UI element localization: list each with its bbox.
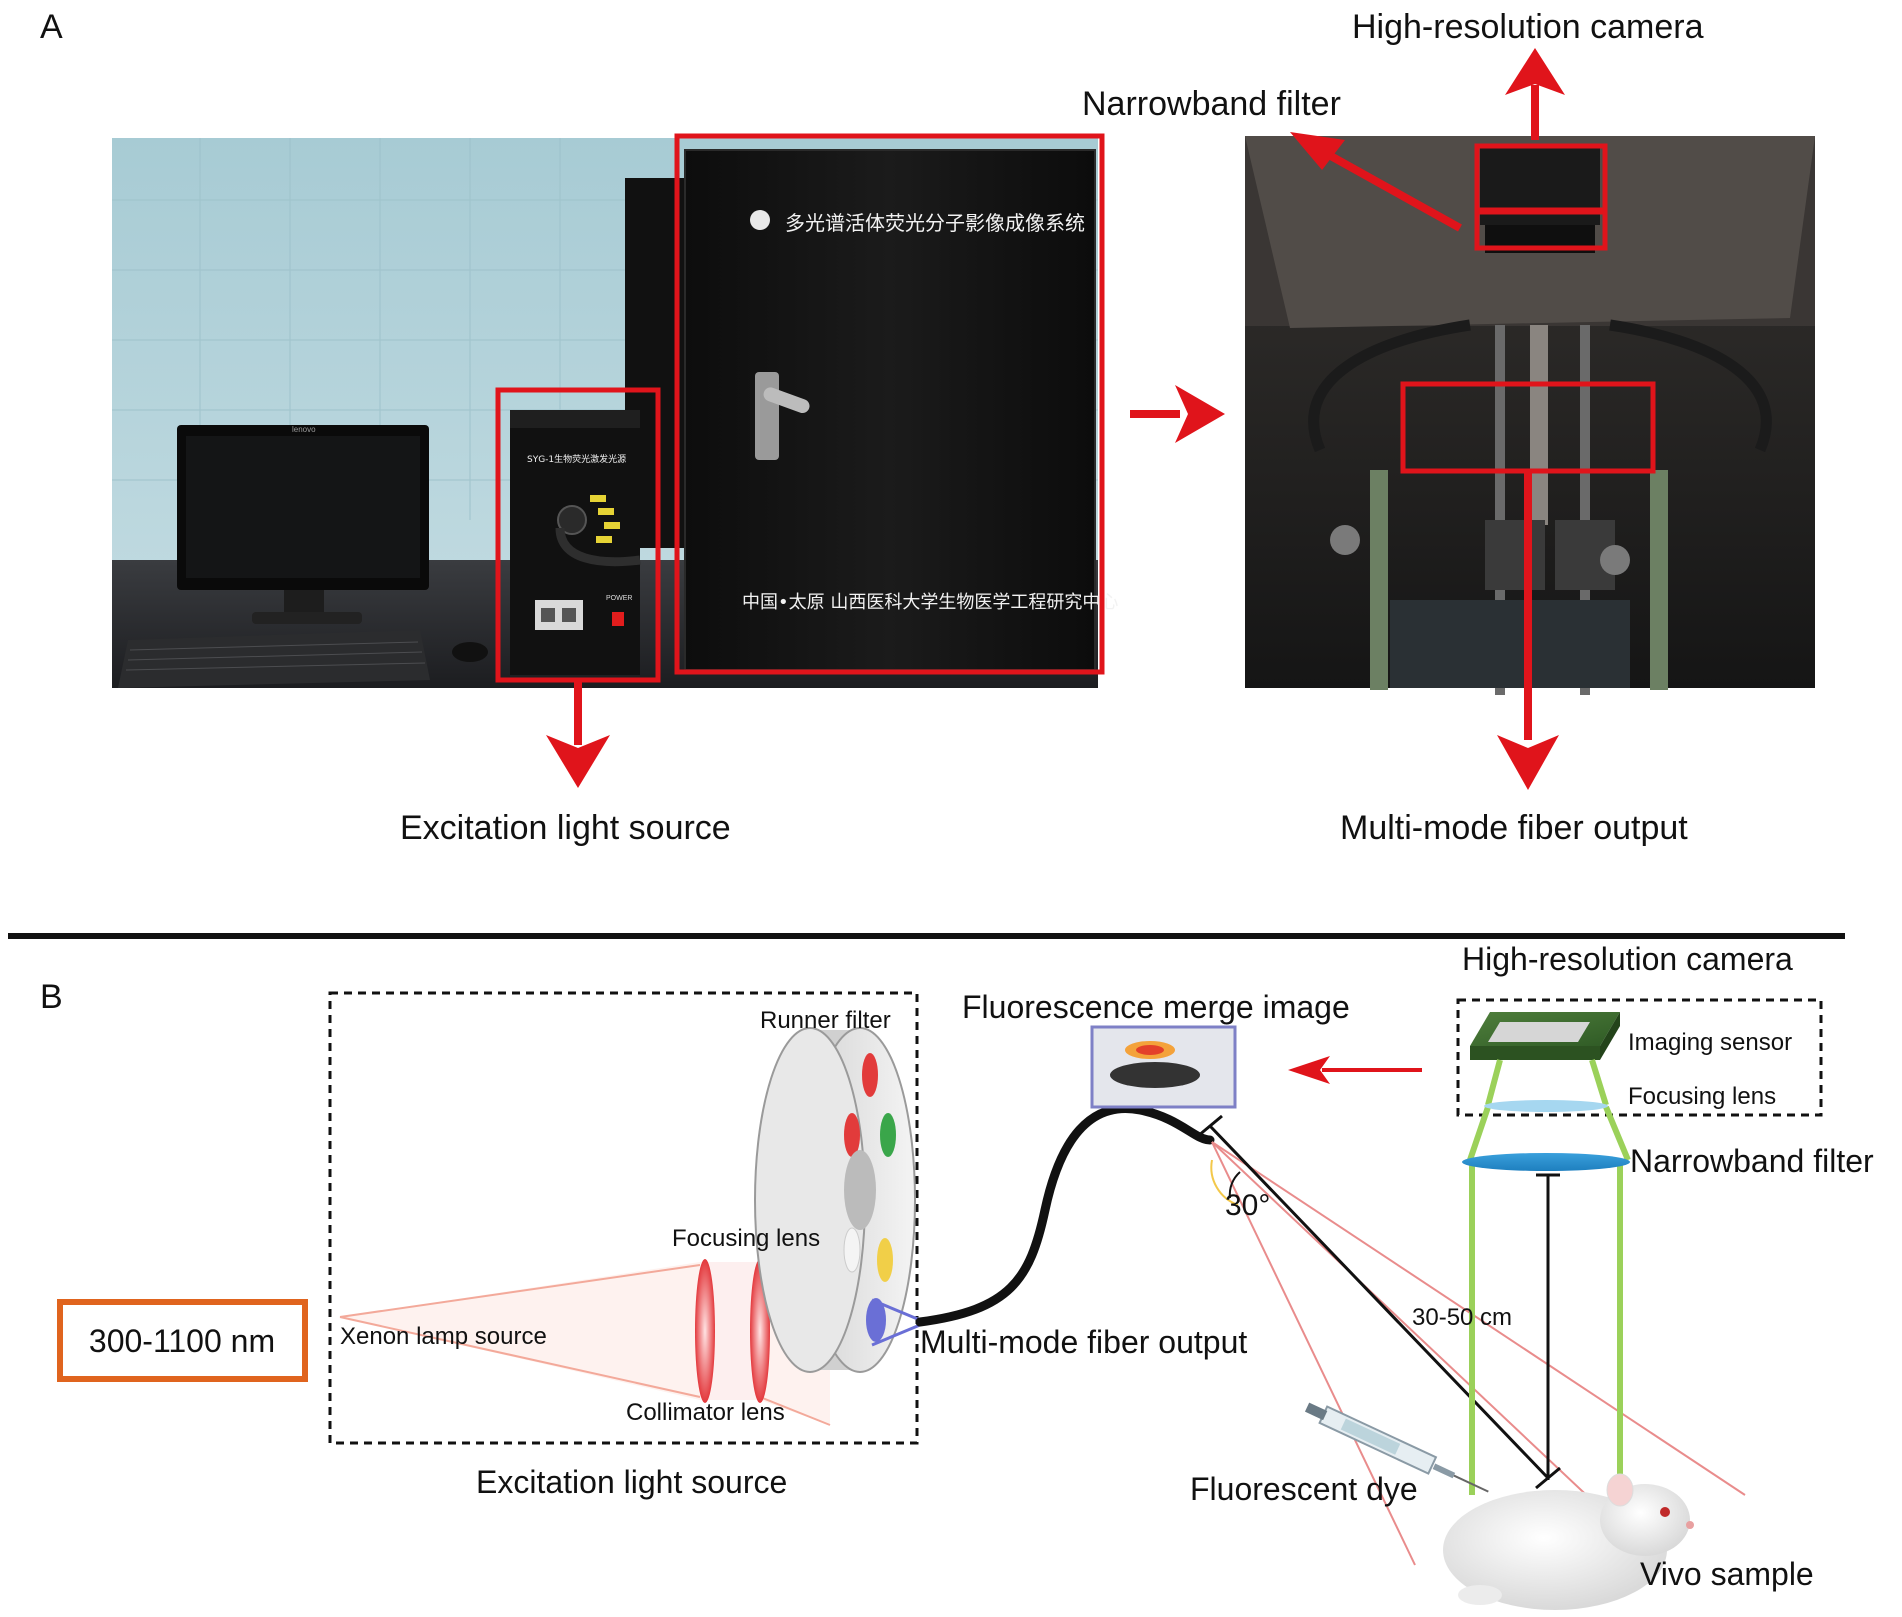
- panel-a-center-arrow: [1130, 385, 1225, 443]
- excitation-source-box: [328, 991, 919, 1445]
- label-a-excitation: Excitation light source: [400, 809, 731, 847]
- label-runner: Runner filter: [760, 1007, 891, 1034]
- cabinet-footer: 中国•太原 山西医科大学生物医学工程研究中心: [742, 592, 1118, 613]
- label-collimator: Collimator lens: [626, 1399, 785, 1426]
- imaging-sensor: [1470, 1012, 1620, 1060]
- label-focusing-lens: Focusing lens: [672, 1225, 820, 1252]
- distance-vertical: [1536, 1173, 1560, 1480]
- label-dye: Fluorescent dye: [1190, 1471, 1418, 1507]
- imaging-cabinet: 多光谱活体荧光分子影像成像系统 中国•太原 山西医科大学生物医学工程研究中心: [684, 149, 1118, 671]
- lab-photo: lenovo SYG-1生物荧光激发光源: [112, 133, 1118, 688]
- label-camera-focusing: Focusing lens: [1628, 1083, 1776, 1110]
- cabinet-highlight-box: [674, 133, 1105, 675]
- arrow-to-camera-label: [1505, 48, 1565, 140]
- range-box: [57, 1299, 308, 1382]
- label-sample: Vivo sample: [1640, 1556, 1814, 1592]
- angle-label: 30°: [1225, 1189, 1270, 1222]
- label-b-camera: High-resolution camera: [1462, 941, 1793, 977]
- runner-filter-wheel: [754, 1027, 916, 1373]
- interior-photo: [1245, 136, 1815, 695]
- monitor-brand: lenovo: [292, 425, 316, 434]
- power-label: POWER: [606, 595, 632, 602]
- light-source-box: SYG-1生物荧光激发光源 POWER: [510, 410, 641, 675]
- label-xenon: Xenon lamp source: [340, 1323, 547, 1350]
- monitor: lenovo: [177, 425, 429, 624]
- fiber-coupling-line-bottom: [871, 1323, 921, 1347]
- keyboard: [118, 630, 430, 688]
- label-a-fiber: Multi-mode fiber output: [1340, 809, 1688, 847]
- range-label: 300-1100 nm: [89, 1323, 275, 1359]
- panel-b-letter: B: [40, 978, 63, 1016]
- mouse-sample: [1443, 1473, 1694, 1610]
- fiber-output-beam: [1210, 1141, 1746, 1566]
- camera-green-beam: [1467, 1059, 1631, 1495]
- arrow-camera-to-merge: [1288, 1056, 1422, 1084]
- cabinet-handle: [755, 372, 779, 460]
- box-model-label: SYG-1生物荧光激发光源: [527, 453, 626, 465]
- label-merge: Fluorescence merge image: [962, 989, 1350, 1025]
- panel-a-letter: A: [40, 8, 63, 46]
- camera-assembly-box: [1456, 998, 1823, 1117]
- label-narrowband: Narrowband filter: [1630, 1143, 1874, 1179]
- excitation-highlight-box: [495, 387, 661, 683]
- filter-highlight-box: [1474, 209, 1608, 251]
- label-a-camera: High-resolution camera: [1352, 8, 1704, 46]
- label-b-fiber: Multi-mode fiber output: [920, 1324, 1247, 1360]
- label-sensor: Imaging sensor: [1628, 1029, 1792, 1056]
- narrowband-filter-disc: [1462, 1153, 1630, 1171]
- fiber-coupling-line-top: [871, 1298, 921, 1322]
- arrow-to-filter-label: [1290, 132, 1462, 232]
- syringe-icon: [1304, 1402, 1489, 1493]
- camera-focusing-lens: [1484, 1100, 1608, 1112]
- arrow-to-excitation-label: [546, 682, 610, 788]
- merge-image: [1090, 1025, 1237, 1109]
- cabinet-title: 多光谱活体荧光分子影像成像系统: [785, 211, 1085, 235]
- cabinet-logo: [750, 210, 770, 230]
- collimator-lens-pair: [695, 1259, 770, 1403]
- fiber-cable: [915, 1104, 1215, 1327]
- label-a-filter: Narrowband filter: [1082, 85, 1341, 123]
- mouse-device: [452, 642, 488, 662]
- arrow-to-fiber-label: [1497, 470, 1559, 790]
- label-b-excitation: Excitation light source: [476, 1464, 787, 1500]
- distance-label: 30-50 cm: [1412, 1304, 1512, 1331]
